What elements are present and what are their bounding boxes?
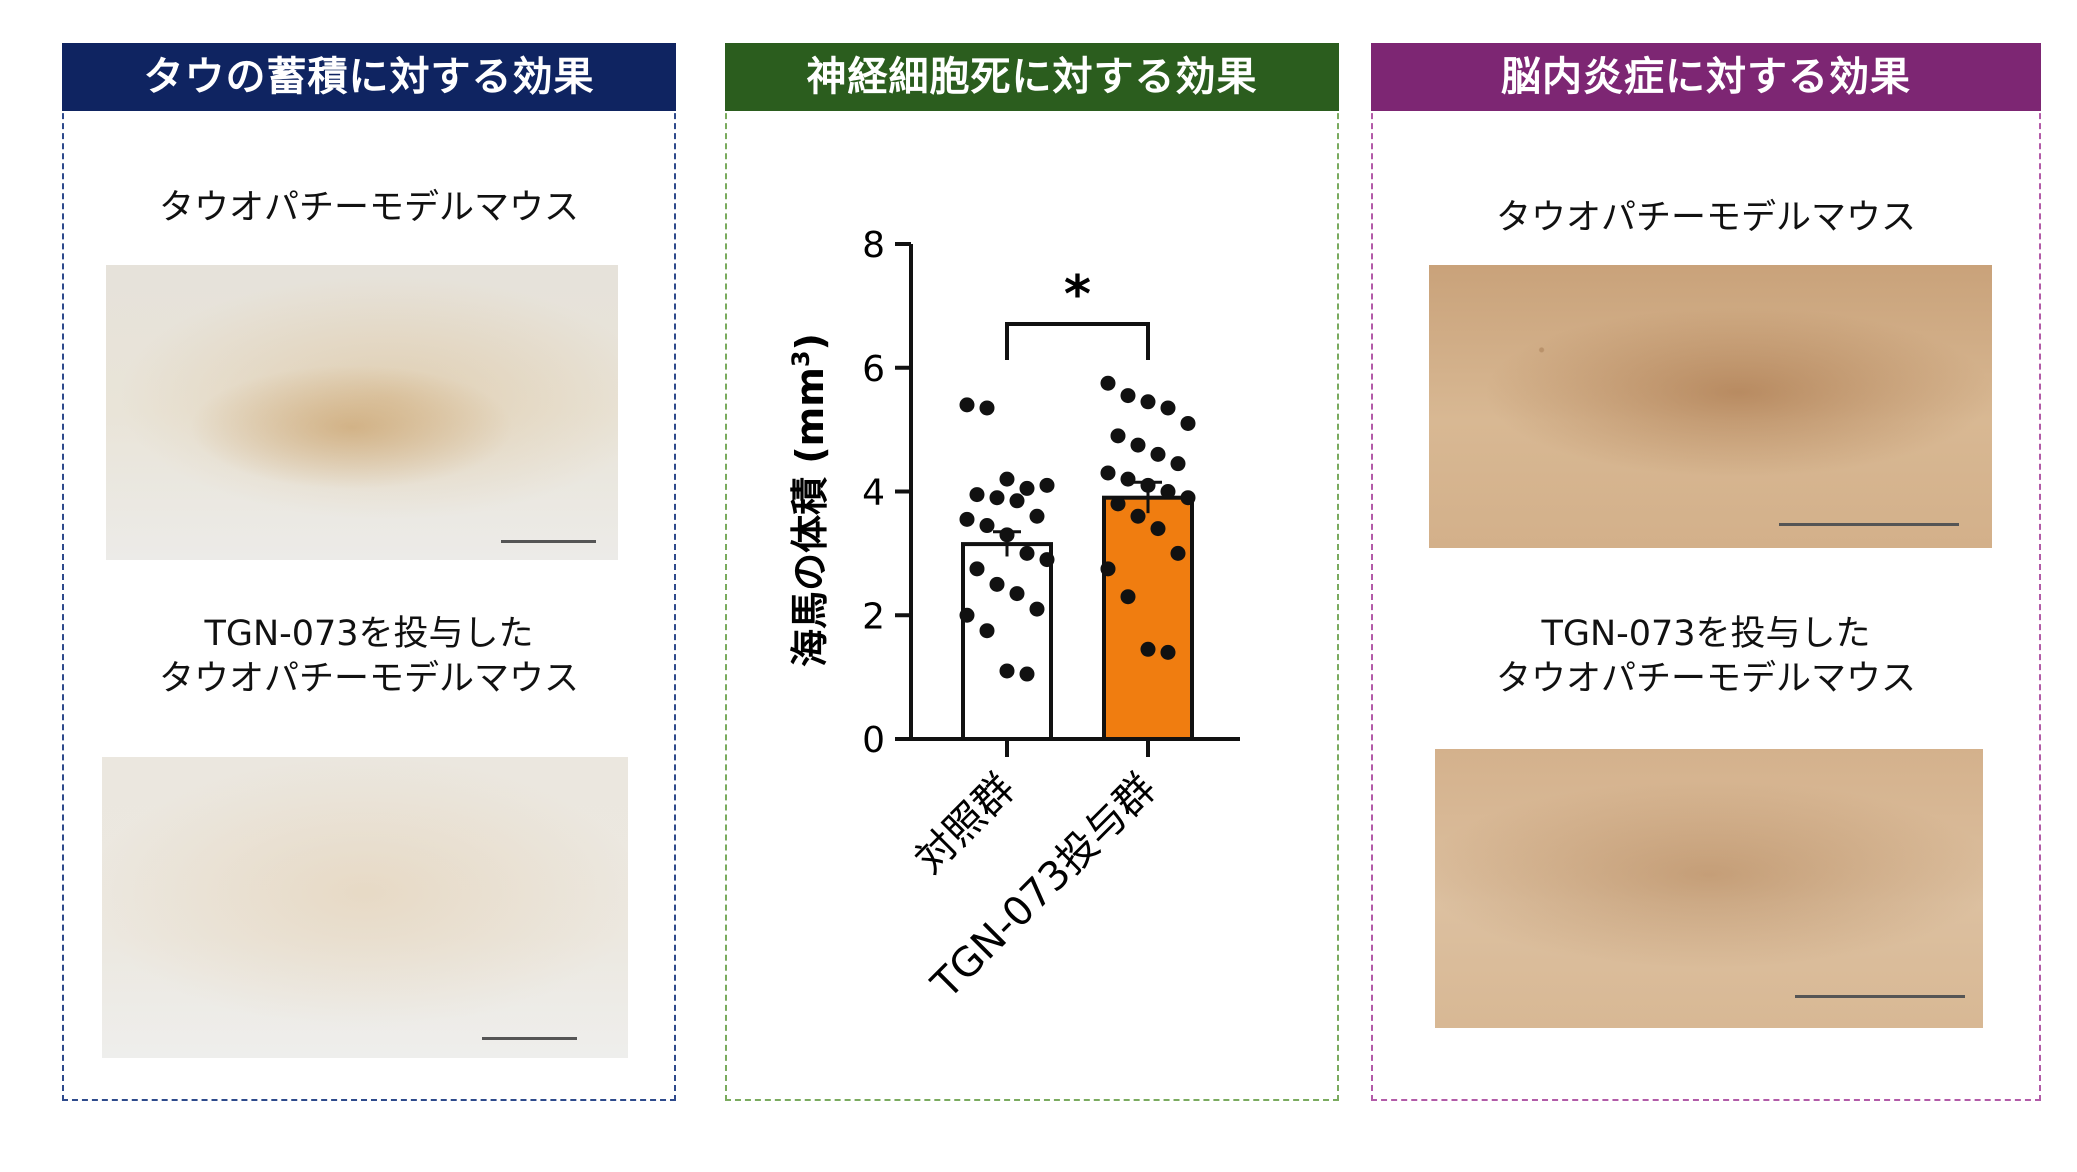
inflammation-panel: 脳内炎症に対する効果 タウオパチーモデルマウス TGN-073を投与した タウオ…: [1371, 43, 2041, 1101]
tau-stain-treated-image: [102, 757, 628, 1058]
treated-label-line1: TGN-073を投与した: [1541, 614, 1871, 654]
data-point: [989, 576, 1005, 592]
data-point: [999, 663, 1015, 679]
data-point: [1160, 400, 1176, 416]
significance-bracket: *: [1005, 265, 1150, 360]
treated-label-line2: タウオパチーモデルマウス: [158, 659, 579, 699]
tau-stain-control-image: [106, 265, 618, 560]
data-point: [1130, 437, 1146, 453]
data-point: [1100, 561, 1116, 577]
data-point: [1039, 477, 1055, 493]
bar: [1102, 495, 1194, 741]
data-point: [1170, 456, 1186, 472]
scale-bar: [501, 540, 596, 543]
data-point: [1120, 471, 1136, 487]
bars: [961, 480, 1194, 741]
data-point: [969, 487, 985, 503]
tau-accumulation-panel: タウの蓄積に対する効果 タウオパチーモデルマウス TGN-073を投与した タウ…: [62, 43, 676, 1101]
significance-star: *: [1064, 265, 1091, 325]
data-point: [1160, 644, 1176, 660]
data-point: [1120, 388, 1136, 404]
panel-title: 神経細胞死に対する効果: [725, 43, 1339, 111]
data-point: [1009, 586, 1025, 602]
scale-bar: [1779, 523, 1959, 526]
data-point: [989, 490, 1005, 506]
data-point: [1100, 465, 1116, 481]
scale-bar: [482, 1037, 577, 1040]
data-point: [1170, 545, 1186, 561]
data-point: [1160, 484, 1176, 499]
data-point: [1130, 508, 1146, 524]
data-point: [1110, 428, 1126, 444]
bar: [961, 542, 1053, 741]
data-point: [1029, 601, 1045, 617]
model-mouse-label: タウオパチーモデルマウス: [158, 188, 579, 228]
data-point: [1140, 394, 1156, 410]
data-point: [1140, 641, 1156, 657]
data-point: [1180, 415, 1196, 431]
treated-label-line2: タウオパチーモデルマウス: [1495, 659, 1916, 699]
data-point: [1120, 589, 1136, 605]
y-tick-label: 0: [862, 720, 885, 761]
y-tick-label: 8: [862, 225, 885, 266]
data-point: [999, 527, 1015, 543]
data-point: [1009, 493, 1025, 509]
panel-title: タウの蓄積に対する効果: [62, 43, 676, 111]
data-point: [1100, 375, 1116, 391]
data-point: [1039, 552, 1055, 568]
data-point: [1150, 446, 1166, 462]
x-tick-label: 対照群: [907, 766, 1024, 883]
inflammation-stain-control-image: [1429, 265, 1992, 548]
data-point: [999, 471, 1015, 487]
data-point: [1150, 521, 1166, 537]
scale-bar: [1795, 995, 1965, 998]
data-point: [1019, 545, 1035, 561]
data-point: [959, 607, 975, 623]
data-point: [979, 400, 995, 416]
data-point: [1180, 490, 1196, 506]
model-mouse-label: タウオパチーモデルマウス: [1495, 198, 1916, 238]
data-point: [1140, 477, 1156, 493]
y-tick-label: 4: [862, 473, 885, 514]
y-axis: 0 2 4 6 8: [862, 225, 913, 761]
panel-title: 脳内炎症に対する効果: [1371, 43, 2041, 111]
data-point: [1029, 508, 1045, 524]
data-point: [1110, 496, 1126, 512]
data-point: [959, 397, 975, 413]
data-points: [959, 375, 1196, 682]
bracket-line: [1005, 322, 1150, 360]
data-point: [1019, 666, 1035, 682]
data-point: [959, 511, 975, 527]
data-point: [979, 518, 995, 534]
y-axis-label: 海馬の体積 (mm3): [787, 333, 832, 667]
neuronal-death-panel: 神経細胞死に対する効果: [725, 43, 1339, 1101]
data-point: [979, 623, 995, 639]
inflammation-stain-treated-image: [1435, 749, 1983, 1028]
data-point: [969, 561, 985, 577]
y-tick-label: 6: [862, 349, 885, 390]
data-point: [1019, 480, 1035, 496]
treated-label-line1: TGN-073を投与した: [204, 614, 534, 654]
y-tick-label: 2: [862, 596, 885, 637]
